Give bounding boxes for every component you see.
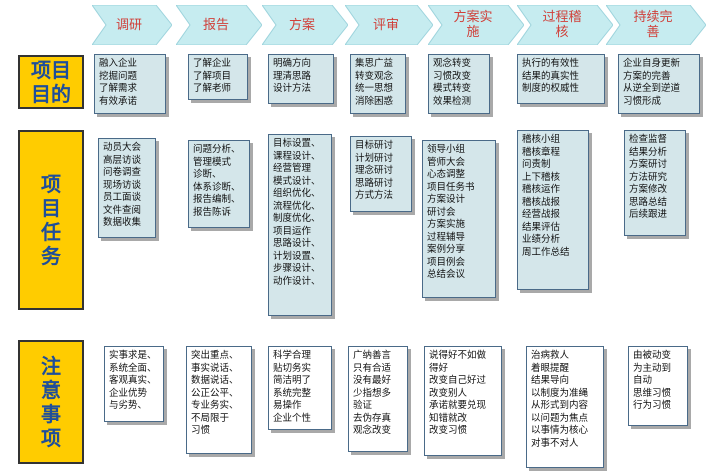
task-box-audit: 稽核小组 稽核章程 问责制 上下稽核 稽核运作 稽核战报 经营战报 结果评估 业…	[517, 130, 589, 290]
note-box-plan: 科学合理 贴切务实 简洁明了 系统完整 易操作 企业个性	[268, 346, 332, 430]
goal-box-research: 融入企业 挖掘问题 了解需求 有效承诺	[94, 54, 166, 114]
row-label-goals: 项目 目的	[18, 55, 84, 109]
chevron-shape	[517, 5, 613, 45]
chevron-shape	[345, 5, 433, 45]
row-label-tasks: 项 目 任 务	[18, 130, 84, 310]
stage-label: 过程稽 核	[542, 10, 582, 40]
stage-label: 方案实 施	[453, 10, 493, 40]
row-label-notes: 注 意 事 项	[18, 340, 84, 464]
task-box-research: 动员大会 高层访谈 问卷调查 现场访谈 员工面谈 文件查阅 数据收集	[98, 138, 156, 238]
goal-box-audit: 执行的有效性 结果的真实性 制度的权威性	[517, 54, 605, 104]
stage-chevron-7: 持续完 善	[606, 5, 706, 45]
note-box-improvement: 由被动变 为主动到 自动 思维习惯 行为习惯	[628, 346, 688, 426]
goal-box-review: 集思广益 转变观念 统一思想 消除困惑	[350, 54, 406, 114]
stage-chevron-2: 报告	[176, 5, 262, 45]
stage-label: 报告	[202, 17, 229, 33]
goal-box-report: 了解企业 了解项目 了解老师	[188, 54, 248, 100]
stage-label: 评审	[372, 17, 399, 33]
note-box-report: 突出重点、 事实说话、 数据说话、 公正公平、 专业务实、 不局限于 习惯	[186, 346, 252, 454]
goal-box-improvement: 企业自身更新 方案的完善 从逆全到逆道 习惯形成	[618, 54, 700, 114]
chevron-shape	[92, 5, 172, 45]
chevron-shape	[262, 5, 348, 45]
note-box-research: 实事求是、 系统全面、 客观真实、 企业优势 与劣势、	[104, 346, 164, 422]
task-box-implementation: 领导小组 管师大会 心态调整 项目任务书 方案设计 研讨会 方案实施 过程辅导 …	[422, 140, 496, 298]
task-box-plan: 目标设置、 课程设计、 经营管理 模式设计、 组织优化、 流程优化、 制度优化、…	[268, 134, 332, 316]
note-box-audit: 治病救人 着眼提醒 结果导向 以制度为准绳 从形式到内容 以问题为焦点 以事情为…	[526, 346, 604, 468]
stage-chevron-1: 调研	[92, 5, 172, 45]
goal-box-plan: 明确方向 理清思路 设计方法	[268, 54, 334, 104]
stage-label: 调研	[115, 17, 142, 33]
stage-chevron-6: 过程稽 核	[517, 5, 613, 45]
chevron-shape	[176, 5, 262, 45]
task-box-review: 目标研讨 计划研讨 理念研讨 思路研讨 方式方法	[350, 136, 412, 212]
stage-chevron-4: 评审	[345, 5, 433, 45]
stage-label: 方案	[288, 17, 315, 33]
note-box-review: 广纳善言 只有合适 没有最好 少指想多 验证 去伪存真 观念改变	[348, 346, 408, 452]
task-box-report: 问题分析、 管理模式 诊断、 体系诊断、 报告编制、 报告陈诉	[188, 140, 250, 228]
chevron-shape	[428, 5, 524, 45]
chevron-shape	[606, 5, 706, 45]
stage-label: 持续完 善	[633, 10, 673, 40]
stage-chevron-3: 方案	[262, 5, 348, 45]
note-box-implementation: 说得好不如做 得好 改变自己好过 改变别人 承诺就要兑现 知错就改 改变习惯	[424, 346, 502, 456]
task-box-improvement: 检查监督 结果分析 方案研讨 方法研究 方案修改 思路总结 后续跟进	[624, 130, 686, 236]
stage-chevron-5: 方案实 施	[428, 5, 524, 45]
goal-box-implementation: 观念转变 习惯改变 模式转变 效果检测	[428, 54, 490, 114]
